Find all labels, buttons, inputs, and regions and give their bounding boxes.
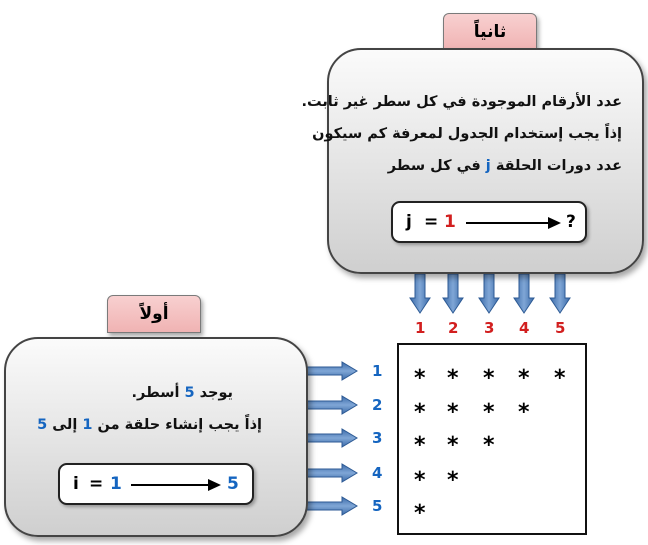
star-pattern-grid: * * * * * * * * * * * * * * * [397,343,587,535]
down-arrow-icon [409,273,431,314]
down-arrow-icon [513,273,535,314]
star-cell: * [447,366,459,391]
first-line-2-prefix: إذاً يجب إنشاء حلقة من [92,417,262,433]
row-label: 2 [372,396,383,414]
formula-var-i: i [73,474,79,494]
second-line-1: عدد الأرقام الموجودة في كل سطر غير ثابت. [301,94,623,110]
star-cell: * [414,501,426,526]
range-arrow-icon [466,217,561,229]
right-arrow-icon [305,496,358,516]
first-explanation-box: يوجد 5 أسطر. إذاً يجب إنشاء حلقة من 1 إل… [4,337,308,537]
i-range-formula: i = 1 5 [58,463,254,505]
j-range-formula: j = 1 ? [391,201,587,243]
star-cell: * [447,433,459,458]
star-cell: * [483,400,495,425]
formula-end-j: ? [566,212,576,232]
row-count: 5 [184,385,195,401]
column-label: 4 [519,319,530,337]
second-explanation-box: عدد الأرقام الموجودة في كل سطر غير ثابت.… [302,48,644,274]
right-arrow-icon [305,395,358,415]
column-label: 1 [415,319,426,337]
star-cell: * [447,468,459,493]
first-line-1: يوجد 5 أسطر. [132,385,233,401]
formula-start-i: 1 [110,474,122,494]
first-line-2-mid: إلى [47,417,83,433]
second-line-3-prefix: عدد دورات الحلقة [490,158,622,174]
right-arrow-icon [305,463,358,483]
first-line-1-suffix: أسطر. [131,385,185,401]
formula-end-i: 5 [227,474,239,494]
right-arrow-icon [305,428,358,448]
star-cell: * [554,366,566,391]
star-cell: * [414,468,426,493]
column-label: 2 [448,319,459,337]
down-arrow-icon [549,273,571,314]
star-cell: * [518,400,530,425]
second-line-3-suffix: في كل سطر [387,158,486,174]
star-cell: * [414,366,426,391]
first-tab: أولاً [107,295,201,333]
star-cell: * [518,366,530,391]
column-label: 5 [555,319,566,337]
column-label: 3 [484,319,495,337]
star-cell: * [414,400,426,425]
second-tab: ثانياً [443,13,537,51]
formula-var-j: j [406,212,412,232]
range-arrow-icon [131,479,221,491]
star-cell: * [483,433,495,458]
row-label: 4 [372,464,383,482]
loop-variable-j: j [485,158,491,174]
formula-start-j: 1 [444,212,456,232]
right-arrow-icon [305,361,358,381]
loop-to: 5 [37,417,48,433]
second-line-3: عدد دورات الحلقة j في كل سطر [388,158,622,174]
second-line-2: إذاً يجب إستخدام الجدول لمعرفة كم سيكون [312,126,622,142]
row-label: 5 [372,497,383,515]
first-line-2: إذاً يجب إنشاء حلقة من 1 إلى 5 [37,417,262,433]
star-cell: * [483,366,495,391]
star-cell: * [414,433,426,458]
down-arrow-icon [478,273,500,314]
formula-equals-i: = [89,474,104,494]
first-line-1-prefix: يوجد [194,385,233,401]
star-cell: * [447,400,459,425]
formula-equals: = [424,212,439,232]
row-label: 1 [372,362,383,380]
loop-from: 1 [82,417,93,433]
row-label: 3 [372,429,383,447]
down-arrow-icon [442,273,464,314]
